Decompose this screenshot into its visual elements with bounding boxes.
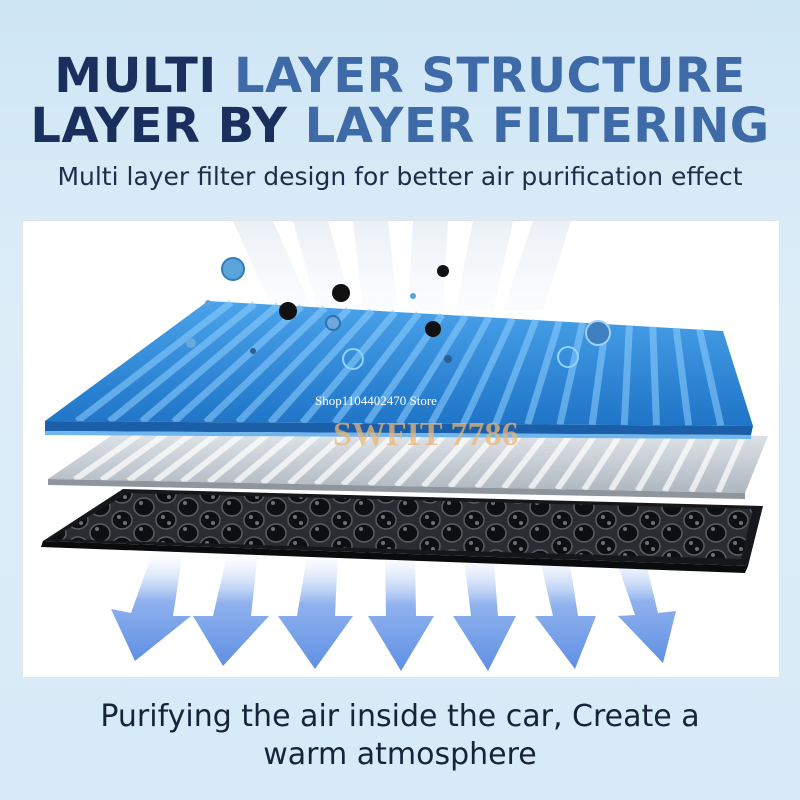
headline-line-2: LAYER BY LAYER FILTERING (0, 98, 800, 154)
pollutant-particles (186, 257, 611, 370)
filter-illustration: Shop1104402470 Store SWFIT 7786 (22, 220, 780, 678)
air-streams (233, 221, 571, 311)
filter-pleat (715, 434, 747, 494)
filter-pleat (635, 432, 673, 493)
filter-pleat (492, 318, 539, 426)
filter-pleat (367, 425, 429, 488)
footer-caption: Purifying the air inside the car, Create… (0, 698, 800, 774)
filter-pleat (528, 429, 576, 491)
filter-pleat (661, 432, 698, 493)
filter-pleat (331, 311, 422, 426)
headline-word-layer-structure: LAYER STRUCTURE (233, 48, 746, 104)
footer-line-2: warm atmosphere (263, 737, 537, 772)
filter-pleat (501, 428, 551, 490)
headline-word-multi: MULTI (54, 48, 217, 104)
filter-pleat (267, 308, 375, 425)
filter-pleat (396, 314, 469, 426)
filter-pleat (421, 427, 478, 489)
filter-pleat (171, 303, 304, 425)
filter-pleat (649, 326, 660, 426)
filter-pleat (620, 325, 633, 426)
filter-pleat (474, 428, 527, 490)
clean-air-arrows (111, 551, 676, 671)
subtitle: Multi layer filter design for better air… (57, 162, 743, 191)
headline-line-1: MULTI LAYER STRUCTURE (0, 48, 800, 104)
filter-pleat (554, 430, 600, 491)
headline-word-layer-by: LAYER BY (30, 98, 288, 154)
filter-pleat (139, 302, 281, 425)
filter-pleat (107, 301, 258, 425)
filter-pleat (688, 433, 722, 494)
filter-layers-graphic: Shop1104402470 Store SWFIT 7786 (41, 221, 768, 671)
filter-pleat (75, 299, 234, 424)
filter-pleat (524, 320, 563, 426)
filter-pleat (556, 322, 586, 426)
brand-watermark: SWFIT 7786 (333, 416, 518, 453)
activated-carbon-layer (41, 489, 763, 573)
headline-word-layer-filtering: LAYER FILTERING (304, 98, 770, 154)
filter-pleat (447, 427, 502, 490)
footer-line-1: Purifying the air inside the car, Create… (100, 699, 700, 734)
filter-pleat (428, 315, 492, 426)
store-watermark: Shop1104402470 Store (315, 393, 437, 408)
filter-pleat (581, 430, 624, 492)
filter-pleat (696, 328, 725, 427)
filter-pleat (203, 305, 328, 425)
filter-pleat (608, 431, 649, 492)
filter-pleat (672, 327, 693, 426)
filter-pleat (460, 317, 516, 426)
filter-pleat (394, 426, 453, 489)
